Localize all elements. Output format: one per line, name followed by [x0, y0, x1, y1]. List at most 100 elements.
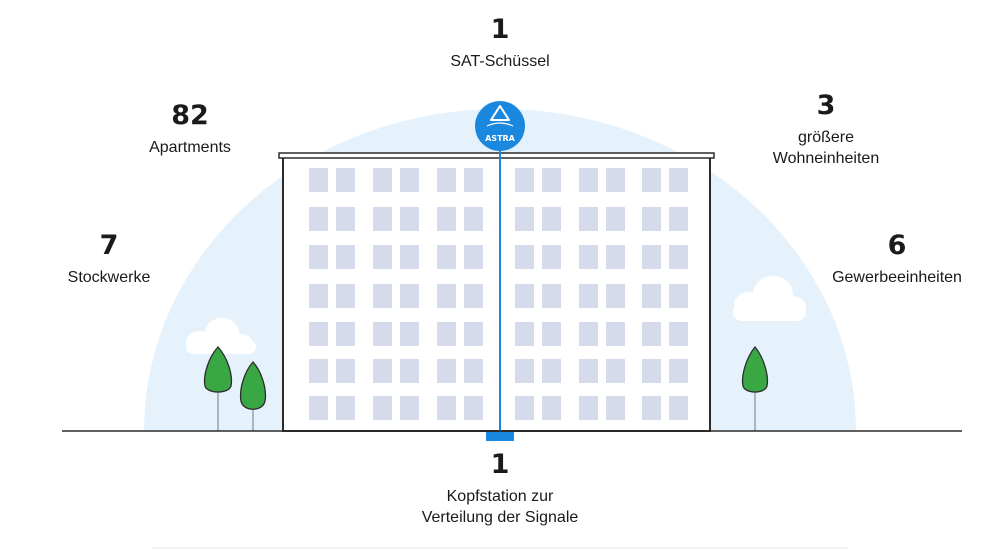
window — [336, 168, 355, 192]
window — [373, 359, 392, 383]
window — [669, 207, 688, 231]
window — [464, 168, 483, 192]
window — [309, 284, 328, 308]
stat-headend-label-line2: Verteilung der Signale — [421, 509, 579, 526]
window — [515, 359, 534, 383]
window — [579, 322, 598, 346]
window — [542, 396, 561, 420]
window — [669, 359, 688, 383]
stat-floors: 7 Stockwerke — [34, 231, 184, 288]
window — [606, 168, 625, 192]
window — [336, 245, 355, 269]
window — [400, 359, 419, 383]
window — [542, 359, 561, 383]
stat-headend: 1 Kopfstation zur Verteilung der Signale — [370, 450, 630, 528]
window — [309, 168, 328, 192]
stat-larger-units-label-line1: größere — [797, 129, 855, 146]
window — [579, 284, 598, 308]
window — [400, 322, 419, 346]
window — [579, 168, 598, 192]
window — [373, 245, 392, 269]
window — [579, 359, 598, 383]
window — [437, 207, 456, 231]
astra-logo-icon: ASTRA — [475, 101, 525, 151]
window — [464, 284, 483, 308]
window — [437, 168, 456, 192]
tree-left-1-icon — [203, 346, 233, 431]
stat-sat-dish: 1 SAT-Schüssel — [400, 15, 600, 72]
window — [464, 245, 483, 269]
window — [642, 359, 661, 383]
window — [515, 396, 534, 420]
window — [515, 322, 534, 346]
window — [336, 396, 355, 420]
window — [669, 396, 688, 420]
stat-headend-label-line1: Kopfstation zur — [446, 488, 554, 505]
cloud-right-icon — [733, 276, 806, 321]
window — [642, 396, 661, 420]
window — [437, 359, 456, 383]
window — [373, 284, 392, 308]
window — [542, 207, 561, 231]
window — [642, 284, 661, 308]
window — [373, 207, 392, 231]
window — [642, 322, 661, 346]
window — [542, 284, 561, 308]
stat-sat-dish-label: SAT-Schüssel — [450, 53, 550, 70]
stat-floors-label: Stockwerke — [67, 269, 151, 286]
window — [606, 322, 625, 346]
window — [515, 207, 534, 231]
window — [515, 284, 534, 308]
window — [669, 284, 688, 308]
stat-apartments: 82 Apartments — [95, 101, 285, 158]
stat-apartments-label: Apartments — [149, 139, 231, 156]
window — [464, 359, 483, 383]
window — [669, 245, 688, 269]
stat-apartments-value: 82 — [171, 100, 209, 131]
window — [400, 284, 419, 308]
stat-commercial: 6 Gewerbeeinheiten — [807, 231, 987, 288]
astra-logo-text: ASTRA — [485, 134, 516, 143]
window — [464, 396, 483, 420]
stat-commercial-label: Gewerbeeinheiten — [832, 269, 962, 286]
window — [606, 207, 625, 231]
window — [606, 396, 625, 420]
stat-larger-units-label-line2: Wohneinheiten — [772, 150, 880, 167]
stat-larger-units: 3 größere Wohneinheiten — [731, 91, 921, 169]
window — [606, 284, 625, 308]
building-windows — [309, 168, 688, 420]
window — [542, 322, 561, 346]
window — [515, 245, 534, 269]
window — [464, 322, 483, 346]
tree-right-icon — [741, 345, 769, 431]
headend-box — [486, 432, 514, 441]
window — [309, 359, 328, 383]
window — [373, 396, 392, 420]
window — [542, 168, 561, 192]
window — [669, 168, 688, 192]
window — [579, 207, 598, 231]
window — [309, 322, 328, 346]
window — [437, 396, 456, 420]
window — [642, 245, 661, 269]
window — [437, 284, 456, 308]
window — [336, 207, 355, 231]
building-roof — [278, 152, 715, 159]
stat-headend-label: Kopfstation zur Verteilung der Signale — [370, 486, 630, 528]
cloud-left-icon — [186, 318, 256, 354]
window — [336, 284, 355, 308]
window — [464, 207, 483, 231]
window — [309, 396, 328, 420]
window — [309, 245, 328, 269]
window — [373, 322, 392, 346]
window — [373, 168, 392, 192]
window — [542, 245, 561, 269]
window — [437, 322, 456, 346]
window — [669, 322, 688, 346]
window — [579, 396, 598, 420]
stat-headend-value: 1 — [490, 449, 510, 480]
stat-larger-units-label: größere Wohneinheiten — [731, 127, 921, 169]
window — [606, 245, 625, 269]
window — [336, 322, 355, 346]
window — [642, 168, 661, 192]
